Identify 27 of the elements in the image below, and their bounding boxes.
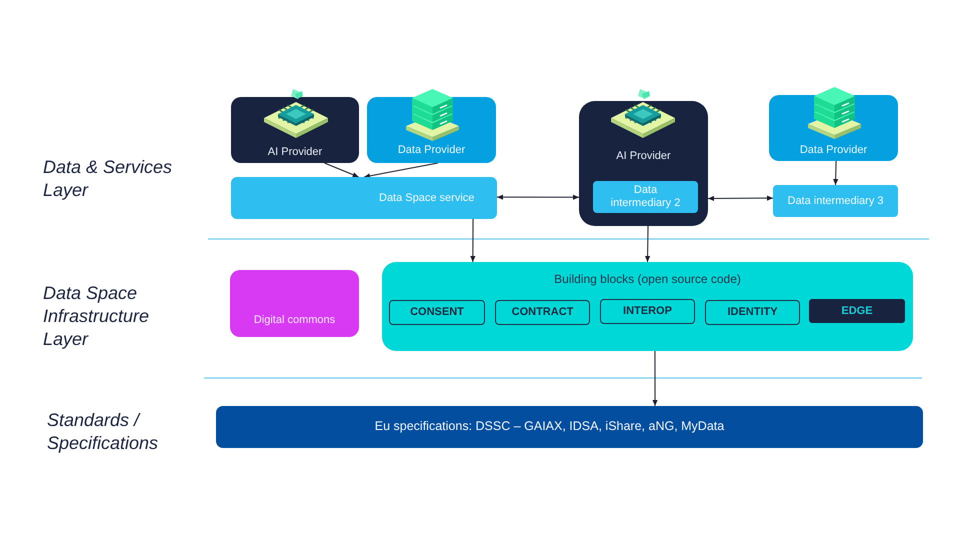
panel-heading: Building blocks (open source code) [554,273,741,286]
card-label: AI Provider [616,150,671,163]
arrow [470,218,476,262]
card-label: Data Provider [398,144,466,157]
building-block-tag: CONSENT [389,300,485,325]
card-label: AI Provider [268,146,322,159]
arrow [644,226,650,262]
building-block-tag: INTEROP [600,299,695,324]
building-block-tag: IDENTITY [705,300,800,325]
building-blocks-panel [382,262,913,351]
double-arrow [708,196,774,202]
arrow [364,162,438,178]
arrow [833,160,838,186]
building-block-tag: CONTRACT [495,300,590,325]
layer-label: Data & Services Layer [43,156,174,202]
intermediary-box: Data intermediary 2 [593,181,698,213]
arrow [324,162,360,178]
commons-card: Digital commons [230,270,359,337]
service-bar: Data Space service [231,177,497,219]
arrow [652,350,658,406]
specifications-band: Eu specifications: DSSC – GAIAX, IDSA, iShare, aNG, MyData [216,406,923,448]
layer-label: Standards / Specifications [47,409,160,455]
layer-label: Data Space Infrastructure Layer [43,282,150,351]
intermediary-box: Data intermediary 3 [773,185,898,217]
building-block-tag: EDGE [809,299,905,323]
double-arrow [496,194,580,200]
card-label: Data Provider [800,144,868,157]
